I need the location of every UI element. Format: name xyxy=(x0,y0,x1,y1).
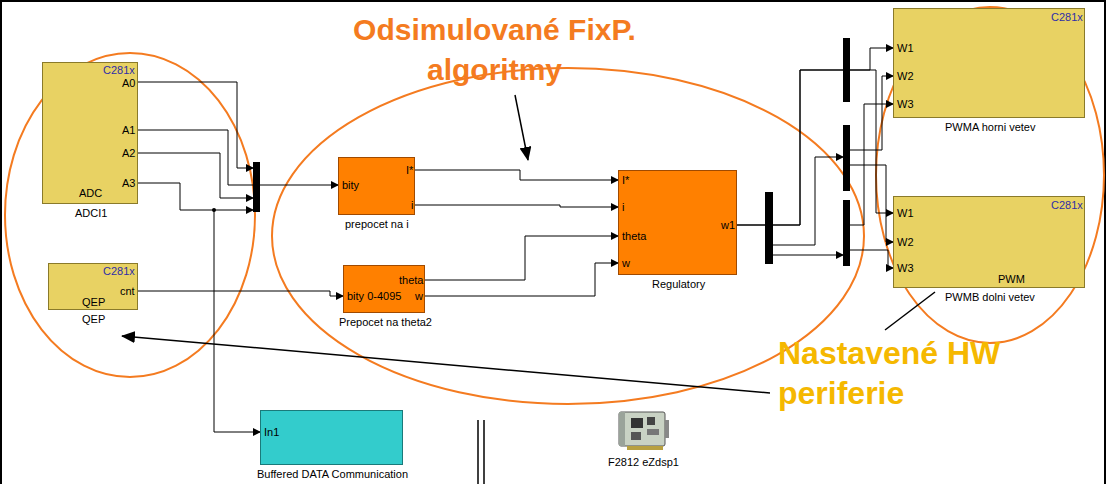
signal-wire xyxy=(425,236,618,280)
group-ellipse xyxy=(876,7,1104,343)
port-label: I* xyxy=(622,174,629,187)
block-name: Buffered DATA Communication xyxy=(257,468,408,481)
simulink-block: In1Buffered DATA Communication xyxy=(260,410,403,465)
mux-bar xyxy=(253,162,260,212)
port-label: w xyxy=(415,290,423,303)
simulink-block: C281xcntQEPQEP xyxy=(48,263,138,310)
port-label: A3 xyxy=(122,177,135,190)
group-ellipse xyxy=(5,53,255,377)
port-label: C281x xyxy=(1051,11,1083,24)
simulink-block: C281xA0A1A2A3ADCADCI1 xyxy=(42,62,138,204)
simulink-block: C281xW1W2W3PWMPWMB dolni vetev xyxy=(893,196,1085,288)
port-label: C281x xyxy=(1051,199,1083,212)
signal-wire xyxy=(773,157,843,245)
port-label: A1 xyxy=(122,124,135,137)
port-label: bity 0-4095 xyxy=(347,290,401,303)
port-label: C281x xyxy=(103,64,135,77)
signal-wire xyxy=(425,263,618,296)
signal-wire xyxy=(415,205,618,207)
port-label: ADC xyxy=(79,187,102,200)
block-name: Regulatory xyxy=(652,278,705,291)
callout-arrow xyxy=(122,336,770,393)
port-label: W2 xyxy=(897,70,914,83)
signal-wire xyxy=(138,291,343,296)
signal-wire xyxy=(850,104,893,225)
callout-arrow xyxy=(515,95,528,160)
port-label: C281x xyxy=(103,265,135,278)
mux-bar xyxy=(843,125,850,191)
mux-bar xyxy=(765,192,773,264)
group-ellipse xyxy=(272,68,864,404)
static-wires xyxy=(138,76,893,268)
signal-wire xyxy=(850,165,893,242)
double-line xyxy=(478,420,484,484)
port-label: i xyxy=(411,199,413,212)
block-name: Prepocet na theta2 xyxy=(339,316,432,329)
board-icon xyxy=(617,408,670,454)
block-name: ADCI1 xyxy=(75,207,107,220)
port-label: In1 xyxy=(264,426,279,439)
block-name: QEP xyxy=(82,313,105,326)
port-label: theta xyxy=(399,274,423,287)
port-label: cnt xyxy=(120,285,135,298)
port-label: bity xyxy=(342,179,359,192)
signal-wire xyxy=(138,183,260,432)
signal-wire xyxy=(214,210,253,211)
signal-wire xyxy=(415,170,618,180)
signal-wire xyxy=(138,153,253,198)
callout-line xyxy=(885,292,935,330)
signal-wire xyxy=(138,130,338,185)
port-label: W2 xyxy=(897,236,914,249)
signal-wire xyxy=(737,48,893,225)
block-name: PWMB dolni vetev xyxy=(945,291,1035,304)
port-label: W1 xyxy=(897,42,914,55)
block-name: PWMA horni vetev xyxy=(945,121,1035,134)
callout-text: Odsimulované FixP. algoritmy xyxy=(322,10,667,90)
signal-wire xyxy=(737,70,893,225)
simulink-block: bity 0-4095thetawPrepocet na theta2 xyxy=(343,265,425,313)
signal-wire xyxy=(850,76,893,150)
block-name: prepocet na i xyxy=(345,218,409,231)
simulink-block: I*ithetaww1Regulatory xyxy=(618,170,737,275)
port-label: W3 xyxy=(897,262,914,275)
simulink-block: C281xW1W2W3PWMA horni vetev xyxy=(893,8,1085,118)
simulink-block: bityI*iprepocet na i xyxy=(338,157,415,215)
port-label: theta xyxy=(622,230,646,243)
port-label: PWM xyxy=(998,273,1025,286)
signal-wire xyxy=(773,255,843,256)
port-label: w1 xyxy=(721,219,735,232)
signal-wire xyxy=(138,82,253,168)
callout-text: Nastavené HW periferie xyxy=(778,333,1078,413)
signal-wire xyxy=(850,250,893,268)
port-label: i xyxy=(622,201,624,214)
port-label: A0 xyxy=(122,77,135,90)
port-label: I* xyxy=(406,164,413,177)
port-label: W3 xyxy=(897,98,914,111)
board-block: F2812 eZdsp1 xyxy=(617,408,670,454)
port-label: W1 xyxy=(897,207,914,220)
mux-bar xyxy=(843,200,850,266)
port-label: w xyxy=(622,257,630,270)
port-label: A2 xyxy=(122,147,135,160)
block-name: F2812 eZdsp1 xyxy=(608,456,679,469)
port-label: QEP xyxy=(82,296,105,309)
